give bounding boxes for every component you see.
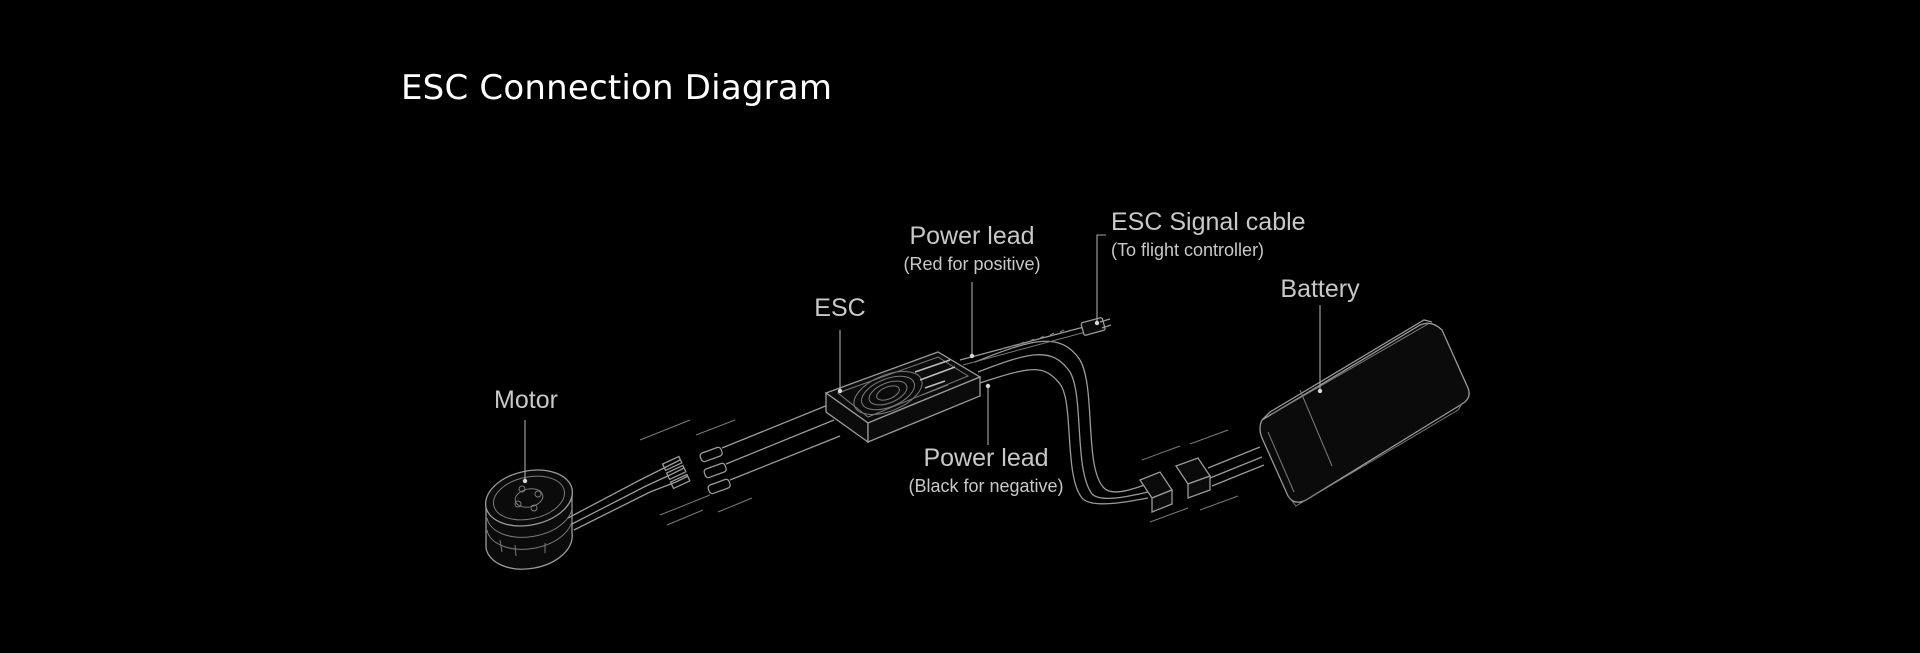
- esc-bullet-connectors: [695, 419, 753, 513]
- signal-cable-note: (To flight controller): [1111, 240, 1265, 260]
- signal-cable-label: ESC Signal cable (To flight controller): [1111, 208, 1306, 260]
- battery-connectors: [1139, 429, 1265, 523]
- power-positive-label: Power lead (Red for positive): [872, 222, 1072, 274]
- esc-illustration: [824, 351, 982, 444]
- battery-label-text: Battery: [1280, 275, 1360, 303]
- power-negative-note: (Black for negative): [908, 476, 1064, 496]
- motor-label-text: Motor: [494, 386, 558, 414]
- esc-label: ESC: [800, 296, 880, 321]
- signal-cable: [959, 317, 1112, 366]
- motor-illustration: [484, 419, 711, 570]
- power-leads: [974, 340, 1149, 505]
- esc-label-text: ESC: [814, 294, 866, 322]
- motor-label: Motor: [478, 388, 574, 413]
- power-positive-note: (Red for positive): [903, 254, 1041, 274]
- power-negative-title: Power lead: [923, 444, 1049, 472]
- power-positive-title: Power lead: [909, 222, 1035, 250]
- leader-lines: [522, 234, 1323, 484]
- battery-illustration: [1259, 319, 1470, 507]
- page-title: ESC Connection Diagram: [401, 68, 833, 108]
- signal-leader: [1096, 234, 1106, 322]
- esc-phase-wires: [721, 404, 841, 481]
- power-negative-label: Power lead (Black for negative): [880, 444, 1092, 496]
- battery-label: Battery: [1260, 277, 1380, 302]
- signal-cable-title: ESC Signal cable: [1111, 208, 1306, 236]
